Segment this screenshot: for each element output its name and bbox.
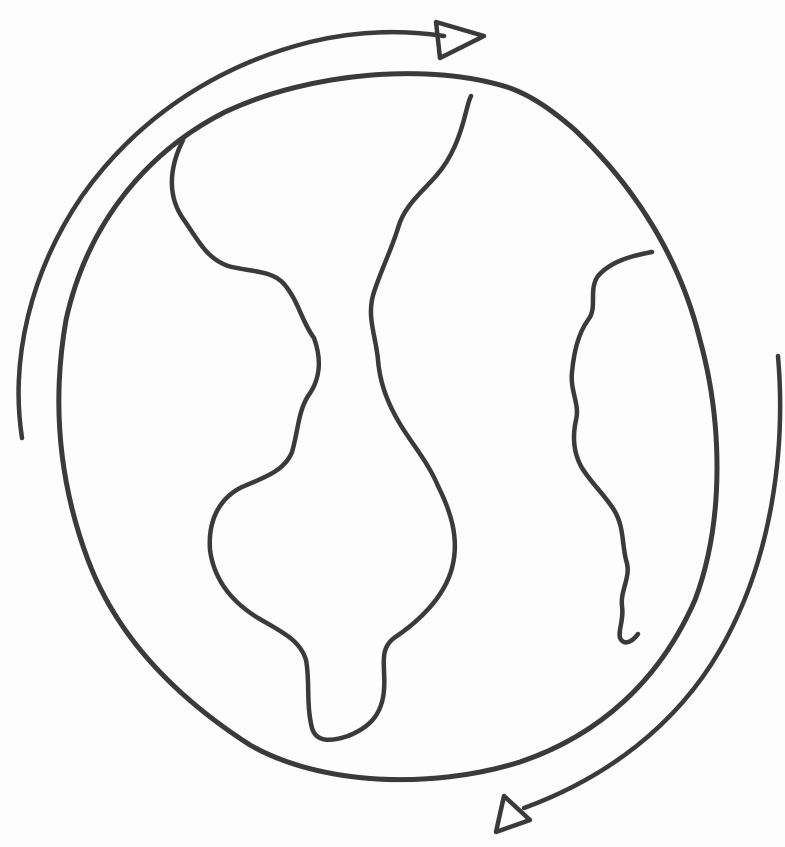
continent-west-icon: [172, 96, 471, 740]
continent-east-icon: [572, 252, 652, 642]
globe-outline-icon: [59, 74, 717, 780]
rotation-arrow-bottom-icon: [524, 356, 780, 808]
arrowhead-top-icon: [436, 22, 484, 58]
arrowhead-bottom-icon: [496, 796, 530, 832]
